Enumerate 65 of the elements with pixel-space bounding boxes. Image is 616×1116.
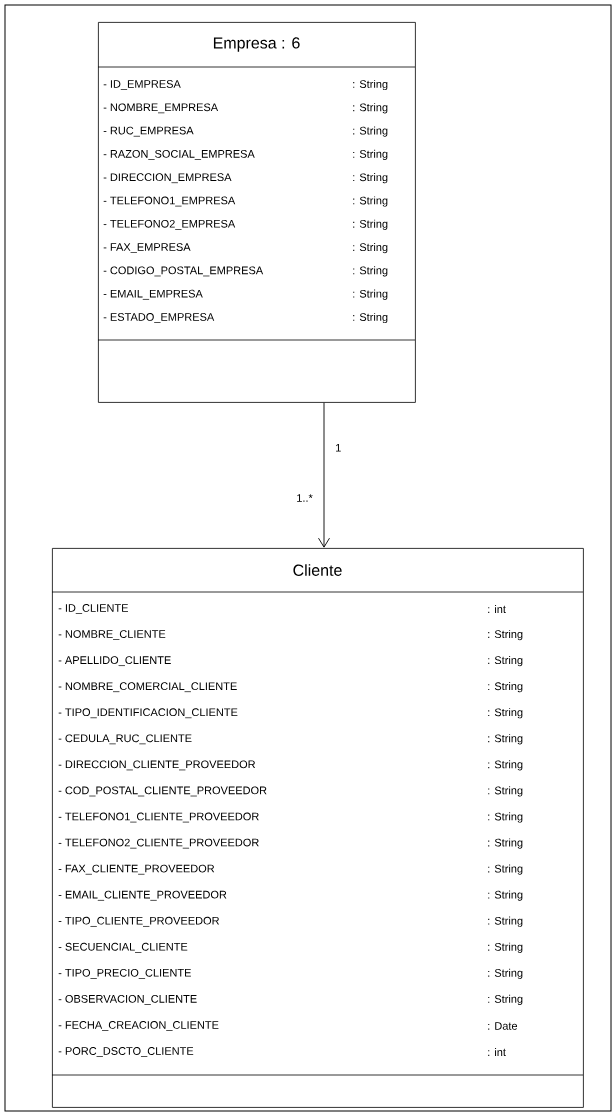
attribute-name: - RAZON_SOCIAL_EMPRESA — [103, 150, 255, 160]
attribute-type: : String — [488, 708, 523, 719]
attribute-type: : String — [353, 243, 388, 254]
attribute-type: : String — [488, 942, 523, 953]
attribute-type: : String — [488, 838, 523, 849]
attribute-type: : String — [353, 219, 388, 230]
attribute-type: : String — [488, 968, 523, 979]
class-box — [97, 22, 416, 403]
attribute-type: : String — [488, 812, 523, 823]
attribute-type: : String — [353, 149, 388, 160]
attribute-type: : String — [488, 890, 523, 901]
attribute-type: : String — [488, 786, 523, 797]
attribute-name: - CEDULA_RUC_CLIENTE — [58, 734, 192, 745]
attribute-type: : String — [353, 173, 388, 184]
class-box — [51, 548, 584, 1108]
attribute-type: : String — [488, 994, 523, 1006]
attribute-name: - TIPO_IDENTIFICACION_CLIENTE — [58, 708, 238, 719]
attribute-type: : String — [488, 656, 523, 667]
attribute-type: : String — [488, 629, 523, 641]
attribute-name: - OBSERVACION_CLIENTE — [58, 995, 197, 1005]
attribute-type: : String — [353, 289, 388, 300]
attribute-name: - EMAIL_CLIENTE_PROVEEDOR — [58, 890, 227, 901]
attribute-name: - ESTADO_EMPRESA — [103, 313, 215, 323]
association-arrow — [318, 402, 330, 548]
edge-label: 1 — [334, 443, 343, 453]
attribute-type: : String — [488, 760, 523, 771]
attribute-name: - COD_POSTAL_CLIENTE_PROVEEDOR — [58, 786, 267, 797]
attribute-name: - DIRECCION_EMPRESA — [103, 173, 232, 184]
attribute-name: - APELLIDO_CLIENTE — [58, 656, 171, 667]
attribute-name: - FECHA_CREACION_CLIENTE — [58, 1021, 219, 1031]
attribute-name: - NOMBRE_EMPRESA — [103, 103, 219, 114]
attribute-name: - RUC_EMPRESA — [103, 126, 194, 137]
attribute-name: - TELEFONO2_EMPRESA — [103, 219, 236, 230]
attribute-type: : String — [488, 734, 523, 745]
attribute-type: : String — [353, 266, 388, 277]
attribute-type: : String — [353, 312, 388, 324]
attribute-name: - TIPO_CLIENTE_PROVEEDOR — [58, 916, 220, 927]
attribute-name: - NOMBRE_CLIENTE — [58, 630, 166, 640]
attribute-name: - PORC_DSCTO_CLIENTE — [58, 1047, 194, 1057]
multiplicity-label: 1..* — [297, 494, 313, 502]
attribute-name: - DIRECCION_CLIENTE_PROVEEDOR — [58, 760, 256, 771]
attribute-name: - CODIGO_POSTAL_EMPRESA — [103, 266, 264, 277]
attribute-name: - ID_EMPRESA — [103, 80, 181, 90]
attribute-type: : int — [488, 1048, 506, 1057]
attribute-name: - FAX_CLIENTE_PROVEEDOR — [58, 864, 215, 875]
attribute-name: - FAX_EMPRESA — [103, 243, 191, 254]
attribute-type: : String — [353, 196, 388, 207]
attribute-name: - TELEFONO2_CLIENTE_PROVEEDOR — [58, 838, 259, 849]
class-name: Cliente — [293, 564, 342, 576]
class-name: Empresa : 6 — [213, 37, 300, 52]
attribute-name: - NOMBRE_COMERCIAL_CLIENTE — [58, 682, 237, 693]
attribute-type: : String — [488, 916, 523, 927]
attribute-type: : Date — [488, 1022, 518, 1030]
attribute-type: : String — [488, 682, 523, 693]
attribute-type: : String — [353, 103, 388, 114]
attribute-name: - ID_CLIENTE — [58, 604, 128, 614]
attribute-type: : String — [353, 79, 388, 91]
attribute-name: - TELEFONO1_EMPRESA — [103, 196, 236, 207]
attribute-type: : String — [353, 126, 388, 137]
attribute-type: : int — [488, 605, 506, 614]
attribute-name: - TELEFONO1_CLIENTE_PROVEEDOR — [58, 812, 259, 823]
attribute-name: - SECUENCIAL_CLIENTE — [58, 942, 188, 953]
attribute-name: - EMAIL_EMPRESA — [103, 289, 203, 300]
attribute-type: : String — [488, 864, 523, 875]
attribute-name: - TIPO_PRECIO_CLIENTE — [58, 968, 191, 979]
